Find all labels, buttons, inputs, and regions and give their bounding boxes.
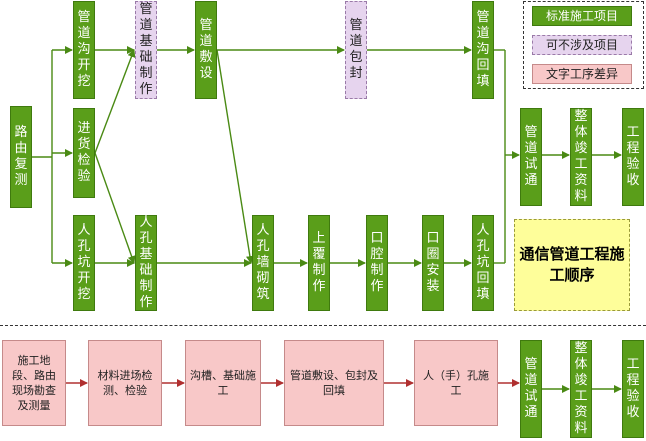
node-neck-make: 口腔制作: [366, 215, 388, 311]
legend-optional: 可不涉及项目: [532, 35, 632, 55]
node-bottom-pipe-test: 管道试通: [520, 340, 542, 438]
legend-difference: 文字工序差异: [532, 64, 632, 84]
connector-lay-to-wall: [216, 49, 254, 264]
connector-inspection-to-manhole-base: [94, 152, 136, 264]
node-acceptance: 工程验收: [622, 108, 644, 206]
node-pipe-test: 管道试通: [520, 108, 542, 206]
node-manhole-base: 人孔基础制作: [135, 215, 157, 311]
node-survey: 施工地段、路由现场勘查及测量: [2, 340, 66, 426]
node-ring-install: 口圈安装: [422, 215, 444, 311]
node-manhole: 人（手）孔施工: [414, 340, 498, 426]
legend-standard: 标准施工项目: [532, 6, 632, 26]
node-pipe: 管道敷设、包封及回填: [284, 340, 384, 426]
legend-box: [523, 1, 644, 89]
node-docs: 整体竣工资料: [570, 108, 592, 206]
connector-inspection-to-pipe-base: [94, 49, 136, 154]
node-trench-backfill: 管道沟回填: [472, 1, 494, 99]
node-bottom-acceptance: 工程验收: [622, 340, 644, 438]
node-trench-dig: 管道沟开挖: [73, 1, 95, 99]
node-manhole-backfill: 人孔坑回填: [472, 215, 494, 311]
diagram-title: 通信管道工程施工顺序: [514, 219, 630, 311]
node-pipe-base: 管道基础制作: [135, 1, 157, 99]
node-materials: 材料进场检测、检验: [88, 340, 162, 426]
node-inspection: 进货检验: [73, 108, 95, 198]
node-manhole-dig: 人孔坑开挖: [73, 215, 95, 311]
node-route-survey: 路由复测: [10, 106, 32, 208]
node-cover-make: 上覆制作: [308, 215, 330, 311]
node-trench: 沟槽、基础施工: [185, 340, 261, 426]
node-bottom-docs: 整体竣工资料: [570, 340, 592, 438]
node-pipe-lay: 管道敷设: [195, 1, 217, 99]
section-separator: [0, 325, 646, 326]
node-manhole-wall: 人孔墙砌筑: [252, 215, 274, 311]
node-pipe-wrap: 管道包封: [345, 1, 367, 99]
